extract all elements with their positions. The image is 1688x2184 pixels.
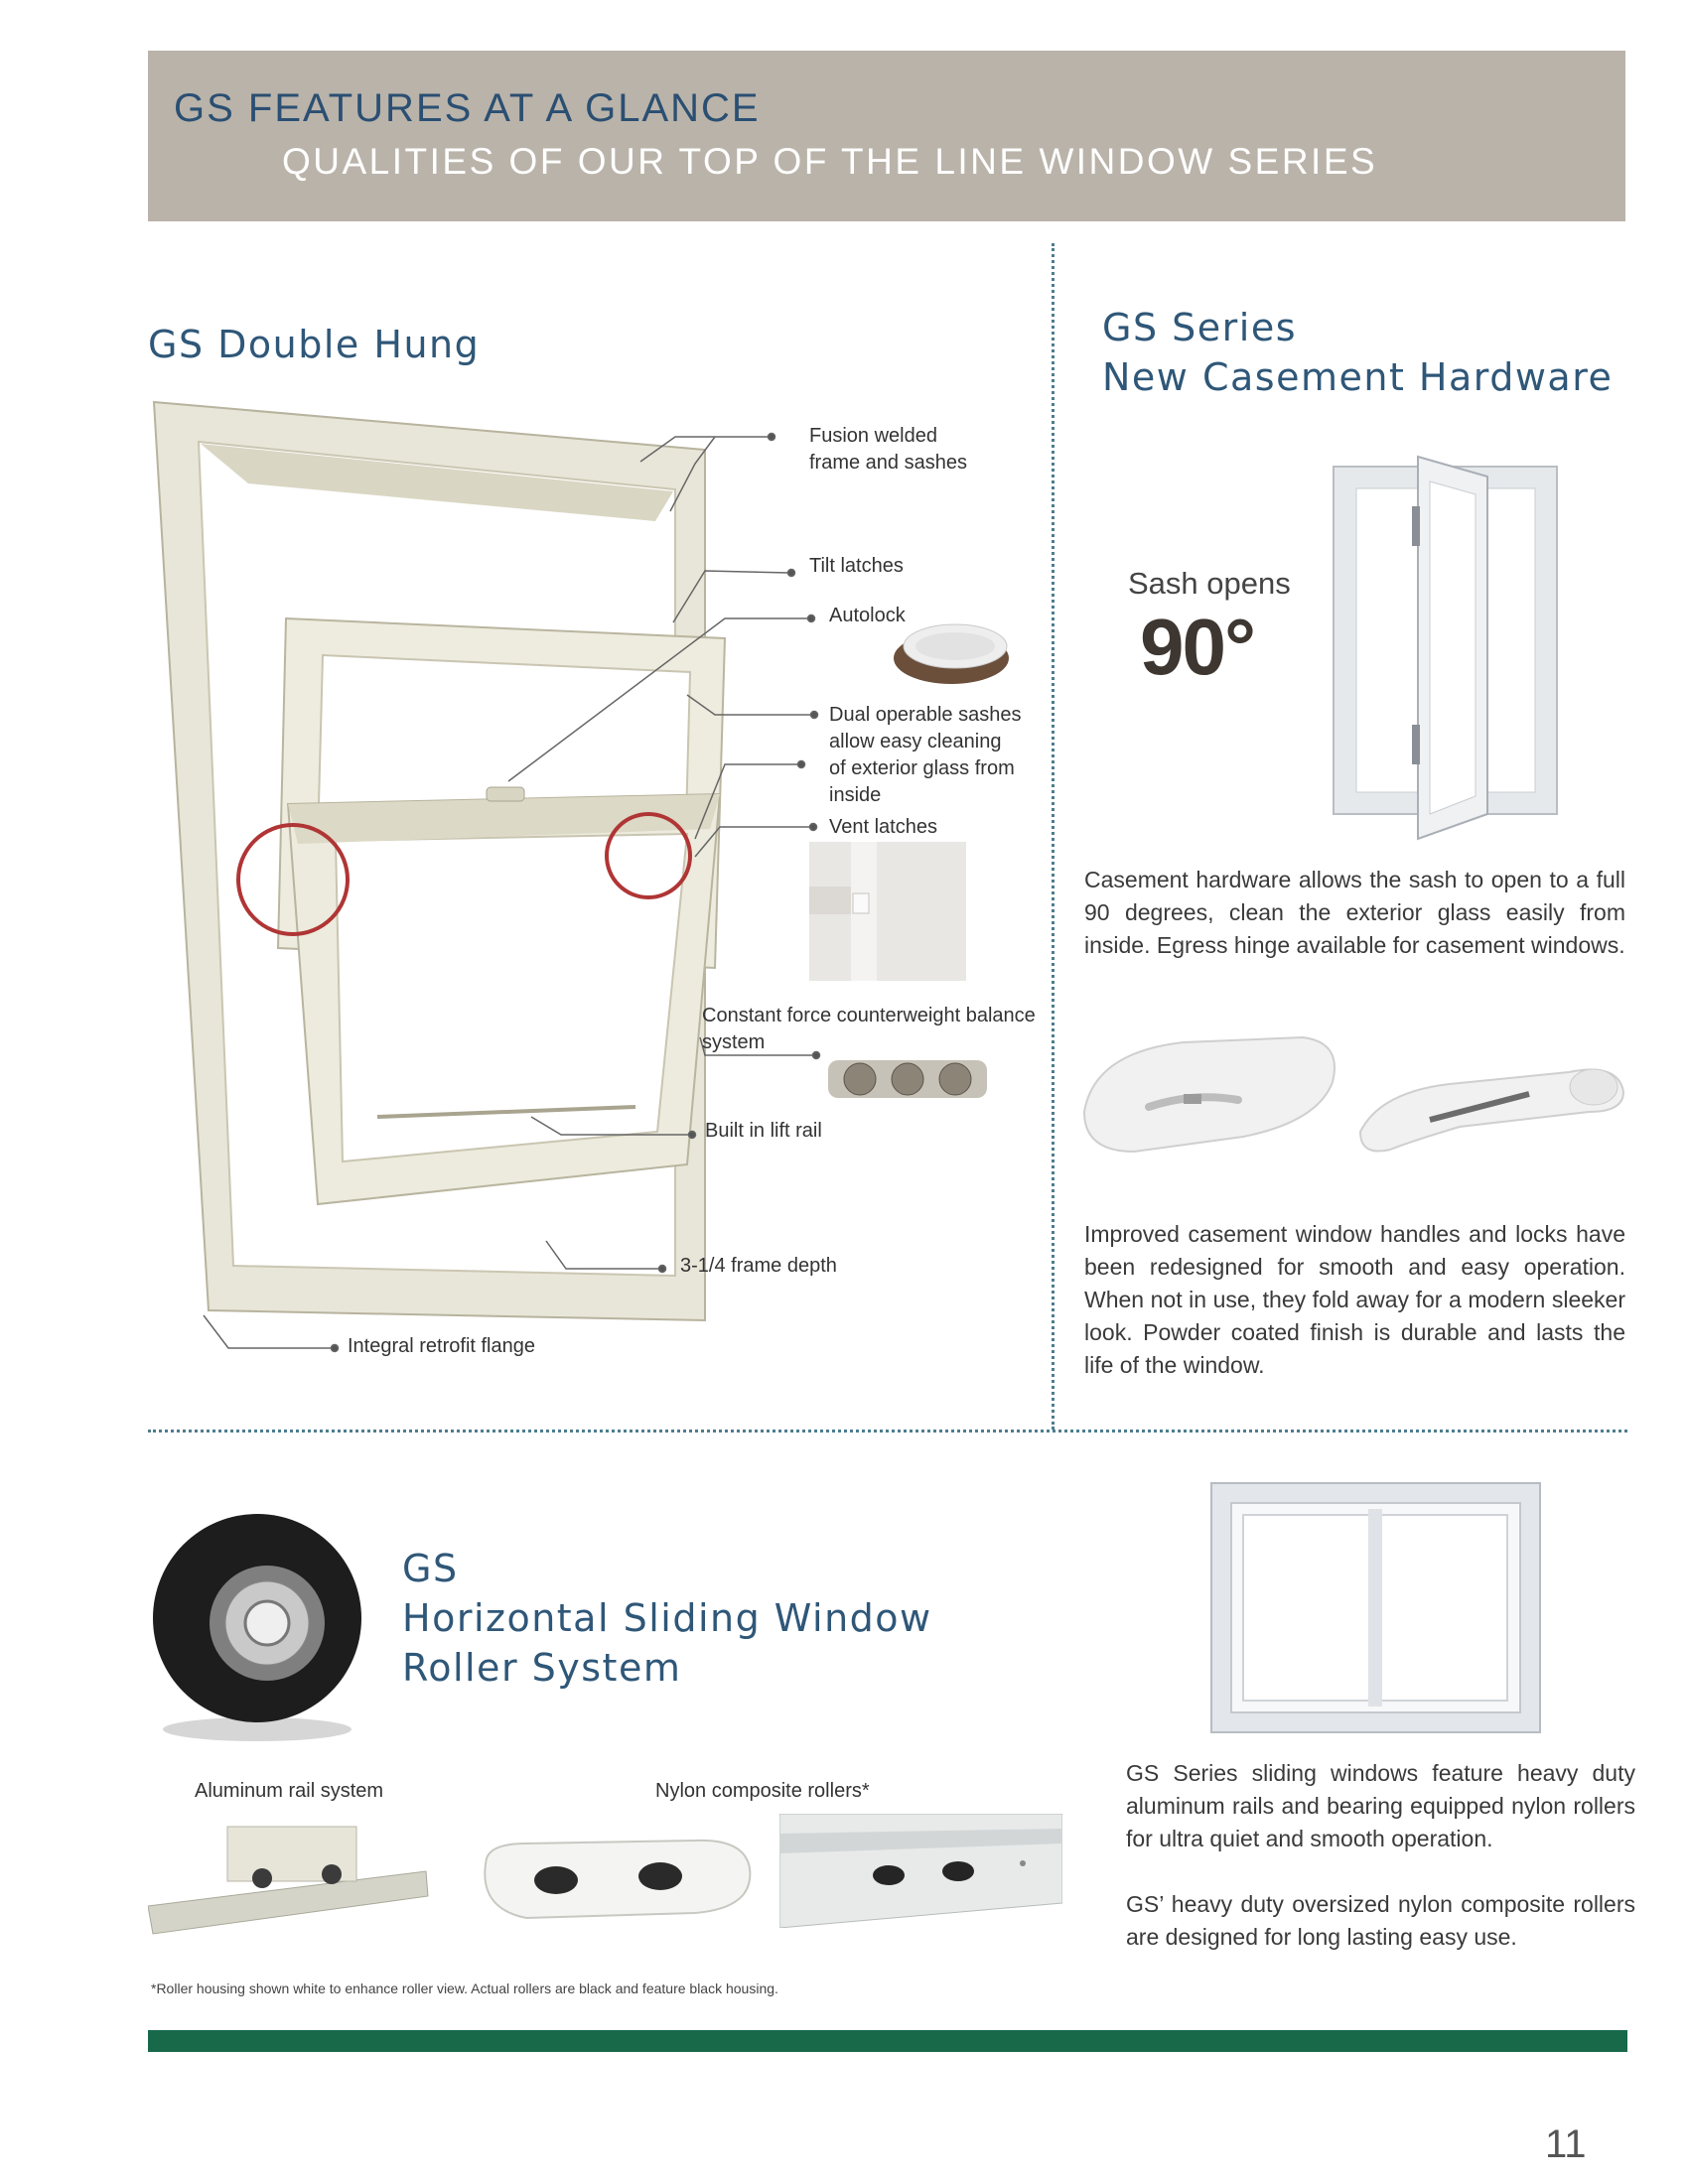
sliding-title-line3: Roller System xyxy=(402,1646,682,1690)
vertical-divider xyxy=(1052,243,1055,1430)
lower-sash-glass xyxy=(334,832,689,1163)
meeting-rail xyxy=(288,794,720,844)
lift-rail xyxy=(376,1105,636,1119)
frame-head-shadow xyxy=(201,444,673,521)
sliding-paragraph-2: GS’ heavy duty oversized nylon composite… xyxy=(1126,1891,1635,1950)
callout-dual-operable: Dual operable sashes allow easy cleaning… xyxy=(829,704,1022,806)
casement-paragraph-1: Casement hardware allows the sash to ope… xyxy=(1084,867,1625,958)
vent-latch-photo xyxy=(809,842,966,981)
aluminum-rail-photo xyxy=(148,1826,429,1935)
casement-handle-photo-open xyxy=(1358,1068,1625,1153)
label-nylon-rollers: Nylon composite rollers* xyxy=(655,1780,870,1802)
vent-latch-circle-right xyxy=(605,812,692,899)
autolock-photo xyxy=(894,623,1009,684)
casement-title: GS Series New Casement Hardware xyxy=(1102,303,1613,402)
callout-balance: Constant force counterweight balance sys… xyxy=(702,1005,1036,1053)
page-subtitle: QUALITIES OF OUR TOP OF THE LINE WINDOW … xyxy=(282,141,1378,182)
sliding-title-line1: GS xyxy=(402,1547,459,1590)
horizontal-divider xyxy=(148,1430,1627,1433)
callout-fusion-welded: Fusion welded frame and sashes xyxy=(809,425,967,474)
balance-system-photo xyxy=(828,1060,987,1098)
callout-tilt-latches: Tilt latches xyxy=(809,555,904,577)
casement-paragraph-2: Improved casement window handles and loc… xyxy=(1084,1221,1625,1378)
vent-latch-circle-left xyxy=(236,823,350,936)
label-aluminum-rail: Aluminum rail system xyxy=(195,1780,384,1802)
nylon-roller-housing-photo xyxy=(484,1839,752,1920)
casement-window-photo xyxy=(1333,455,1558,841)
double-hung-illustration xyxy=(152,400,821,1353)
callout-autolock: Autolock xyxy=(829,605,906,626)
casement-title-line2: New Casement Hardware xyxy=(1102,355,1614,399)
double-hung-title: GS Double Hung xyxy=(148,323,481,366)
page-number: 11 xyxy=(1545,2122,1587,2166)
footnote: *Roller housing shown white to enhance r… xyxy=(151,1980,778,1996)
sliding-window-photo xyxy=(1210,1482,1541,1733)
callout-vent-latches: Vent latches xyxy=(829,816,937,838)
sash-opens-label: Sash opens xyxy=(1128,566,1291,601)
callout-lift-rail: Built in lift rail xyxy=(705,1120,822,1142)
callout-retrofit-flange: Integral retrofit flange xyxy=(348,1335,535,1357)
roller-in-track-photo xyxy=(779,1814,1062,1928)
callout-frame-depth: 3-1/4 frame depth xyxy=(680,1255,837,1277)
footer-bar xyxy=(148,2030,1627,2052)
page-title: GS FEATURES AT A GLANCE xyxy=(174,86,761,130)
sliding-title-line2: Horizontal Sliding Window xyxy=(402,1596,932,1640)
casement-title-line1: GS Series xyxy=(1102,306,1298,349)
header-band: GS FEATURES AT A GLANCE QUALITIES OF OUR… xyxy=(148,51,1625,221)
sliding-title: GS Horizontal Sliding Window Roller Syst… xyxy=(402,1544,932,1693)
roller-wheel-photo xyxy=(153,1514,361,1741)
sash-opens-degrees: 90° xyxy=(1140,603,1256,691)
autolock-part xyxy=(486,786,525,802)
casement-handle-photo-closed xyxy=(1082,1035,1336,1154)
sliding-paragraph-1: GS Series sliding windows feature heavy … xyxy=(1126,1760,1635,1851)
